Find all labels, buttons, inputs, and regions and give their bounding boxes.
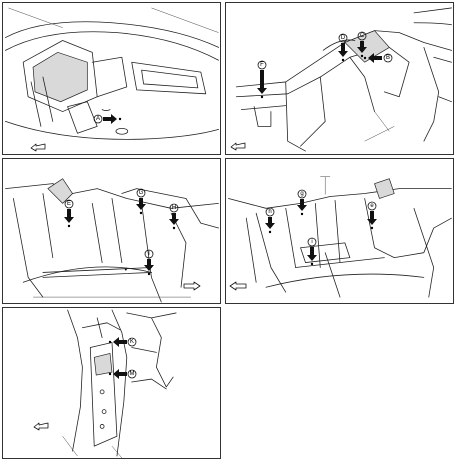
marker-label-i: I bbox=[148, 251, 150, 257]
marker-label-g: G bbox=[139, 190, 144, 196]
marker-label-k: K bbox=[130, 339, 134, 345]
marker-h-lower-callout: h bbox=[264, 207, 276, 235]
panel-1: A bbox=[2, 2, 221, 155]
marker-label-g-lower: g bbox=[300, 191, 303, 197]
marker-g-lower-callout: g bbox=[296, 189, 308, 217]
marker-f-callout: F bbox=[256, 60, 268, 100]
marker-label-a: A bbox=[96, 116, 100, 122]
panel-5: K M bbox=[2, 307, 221, 459]
marker-label-i-lower: i bbox=[311, 239, 312, 245]
marker-label-h: H bbox=[172, 205, 176, 211]
panel-4-drawing bbox=[228, 176, 452, 298]
view-direction-icon bbox=[229, 281, 247, 291]
marker-label-b: B bbox=[386, 55, 390, 61]
marker-a-callout: A bbox=[93, 113, 123, 125]
view-direction-icon bbox=[183, 281, 201, 291]
marker-i-lower-callout: i bbox=[306, 237, 318, 267]
marker-label-e: E bbox=[67, 201, 71, 207]
marker-label-h-lower: h bbox=[268, 209, 271, 215]
marker-h-callout: H bbox=[168, 203, 180, 231]
marker-label-c: C bbox=[360, 33, 365, 39]
circled-letter-icon bbox=[93, 114, 103, 124]
marker-k-callout: K bbox=[107, 336, 137, 348]
panel-3: E G H I bbox=[2, 158, 221, 304]
marker-label-d: D bbox=[341, 35, 346, 41]
marker-label-m: M bbox=[130, 371, 135, 377]
marker-label-e-lower: e bbox=[370, 203, 374, 209]
panel-2-drawing bbox=[235, 7, 452, 152]
view-direction-icon bbox=[30, 142, 46, 152]
marker-e-lower-callout: e bbox=[366, 201, 378, 231]
panel-1-drawing bbox=[5, 7, 219, 140]
panel-3-drawing bbox=[5, 178, 219, 303]
pointer-arrow-icon bbox=[103, 114, 117, 124]
panel-5-drawing bbox=[62, 309, 177, 458]
panel-4: h g e i bbox=[225, 158, 454, 304]
marker-i-callout: I bbox=[143, 249, 155, 277]
marker-c-callout: C bbox=[356, 31, 368, 59]
marker-e-callout: E bbox=[63, 199, 75, 229]
marker-m-callout: M bbox=[107, 368, 137, 380]
view-direction-icon bbox=[230, 141, 246, 151]
panel-2: D C B F bbox=[225, 2, 454, 155]
view-direction-icon bbox=[33, 421, 49, 431]
marker-g-callout: G bbox=[135, 188, 147, 216]
marker-d-callout: D bbox=[337, 33, 349, 63]
marker-b-callout: B bbox=[362, 52, 394, 64]
marker-label-f: F bbox=[260, 62, 264, 68]
